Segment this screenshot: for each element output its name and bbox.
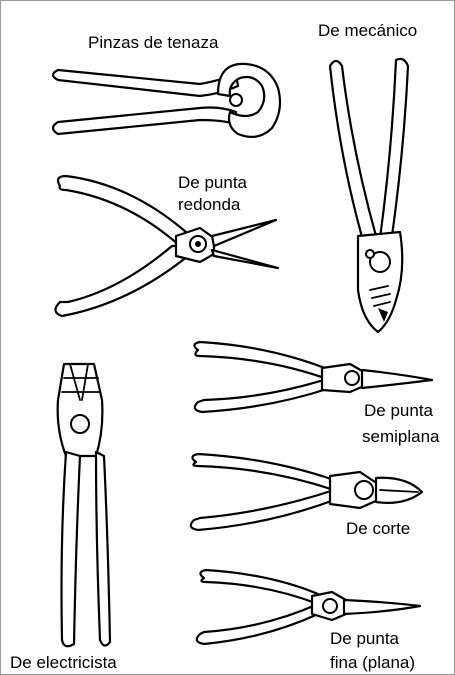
label-slip-joint-pliers: De mecánico xyxy=(318,20,417,42)
label-end-cutting-pincers: Pinzas de tenaza xyxy=(88,32,218,54)
slip-joint-pliers-drawing xyxy=(330,59,408,332)
label-round-nose-line1: De punta xyxy=(178,172,247,194)
round-nose-pliers-drawing xyxy=(55,176,278,316)
label-needle-nose-line2: fina (plana) xyxy=(330,652,415,674)
label-round-nose-line2: redonda xyxy=(178,194,240,216)
label-needle-nose-line1: De punta xyxy=(330,628,399,650)
label-linemans-pliers: De electricista xyxy=(10,652,117,674)
end-cutting-pincers-drawing xyxy=(53,64,280,137)
linemans-pliers-drawing xyxy=(58,364,110,646)
label-semi-flat-nose-line1: De punta xyxy=(364,400,433,422)
label-diagonal-cutting: De corte xyxy=(346,518,410,540)
label-semi-flat-nose-line2: semiplana xyxy=(362,426,440,448)
